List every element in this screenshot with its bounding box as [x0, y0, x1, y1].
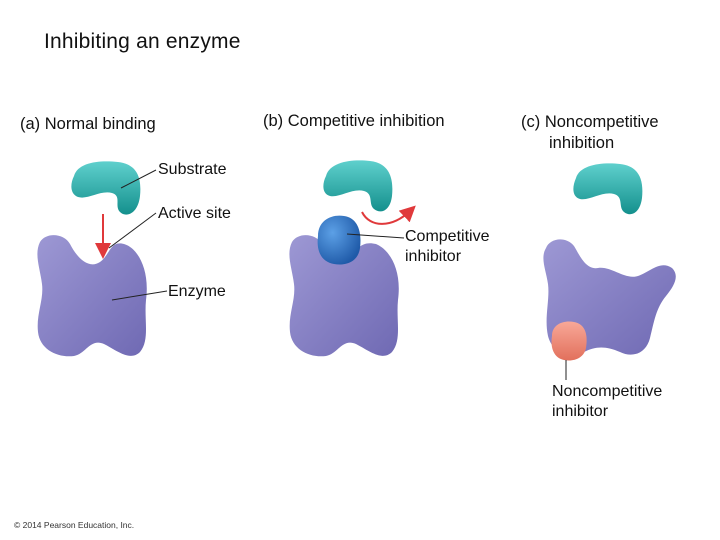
panel-c-label-line1: (c) Noncompetitive [521, 113, 659, 131]
noncompetitive-inhibitor [551, 321, 587, 361]
substrate-b [323, 160, 393, 212]
noncompetitive-inhibitor-label-line2: inhibitor [552, 403, 609, 420]
competitive-inhibitor-label-line2: inhibitor [405, 248, 462, 265]
leader-line-competitive [346, 233, 405, 239]
enzyme-a [37, 235, 147, 357]
substrate-c [573, 163, 643, 215]
enzyme-b [289, 235, 399, 357]
panel-c-label-line2: inhibition [549, 134, 615, 152]
curved-arrow-b [361, 205, 416, 225]
leader-lines-a [108, 169, 168, 301]
diagram-title: Inhibiting an enzyme [44, 30, 241, 53]
enzyme-label: Enzyme [168, 283, 226, 300]
copyright-notice: © 2014 Pearson Education, Inc. [14, 520, 135, 530]
panel-a-label: (a) Normal binding [20, 115, 156, 133]
panel-b-label: (b) Competitive inhibition [263, 112, 445, 130]
active-site-label: Active site [158, 205, 231, 222]
substrate-a [71, 161, 141, 215]
noncompetitive-inhibitor-label-line1: Noncompetitive [552, 383, 663, 400]
competitive-inhibitor [317, 215, 361, 265]
competitive-inhibitor-label-line1: Competitive [405, 228, 490, 245]
substrate-label: Substrate [158, 161, 227, 178]
